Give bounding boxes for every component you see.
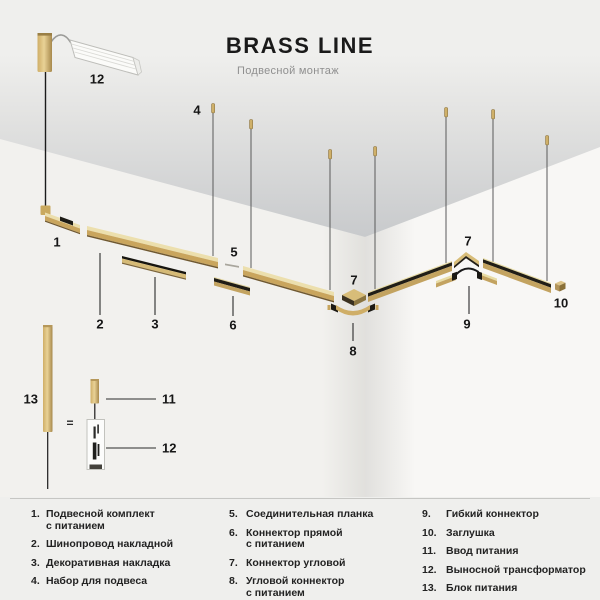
legend-item-text: Соединительная планка <box>246 508 374 520</box>
legend-item-number: 6. <box>229 526 238 539</box>
callout-9: 9 <box>463 316 471 332</box>
legend-item-text: Выносной трансформатор <box>446 563 586 576</box>
legend-item-number: 10. <box>422 526 437 539</box>
transformer-wire <box>50 34 72 44</box>
track-segment-right-2 <box>483 258 551 293</box>
legend-item-text: Коннектор угловой <box>246 556 346 569</box>
legend-item-text: Набор для подвеса <box>46 575 148 587</box>
corner-connector-7 <box>342 289 366 306</box>
pendant-kit-1 <box>40 205 80 235</box>
legend-item-number: 7. <box>229 556 238 569</box>
callout-10: 10 <box>553 295 569 311</box>
callout-11: 11 <box>162 391 176 407</box>
callout-5: 5 <box>230 244 238 260</box>
suspension-wires <box>212 112 548 290</box>
legend-item-number: 13. <box>422 582 437 594</box>
legend-item-number: 5. <box>229 508 238 520</box>
legend-item-text: Подвесной комплект <box>46 508 155 520</box>
decorative-cover-3 <box>122 256 186 280</box>
legend-item-text: Гибкий коннектор <box>446 508 539 520</box>
power-corner-connector-8 <box>327 303 379 316</box>
legend-item-11: 11. Ввод питания <box>422 545 597 558</box>
corner-shade-left <box>322 225 365 497</box>
legend-item-12: 12. Выносной трансформатор <box>422 563 597 577</box>
legend-item-13: 13. Блок питания <box>422 582 597 595</box>
legend-item-number: 3. <box>31 556 40 569</box>
transformer-12-bottom <box>86 419 105 470</box>
legend-item-number: 1. <box>31 508 40 520</box>
legend-item-text2: с питанием <box>246 538 305 550</box>
legend-item-9: 9. Гибкий коннектор <box>422 508 597 521</box>
callout-2: 2 <box>96 316 104 332</box>
legend-item-text: Заглушка <box>446 526 495 539</box>
callout-13: 13 <box>23 391 38 407</box>
page-title: BRASS LINE <box>225 33 375 58</box>
pendant-cylinder <box>37 33 52 72</box>
leader-lines <box>99 253 470 449</box>
flexible-connector-9 <box>436 267 497 288</box>
legend-item-text: Коннектор прямой <box>246 526 343 539</box>
straight-connector-6 <box>214 277 250 296</box>
page-subtitle: Подвесной монтаж <box>237 65 339 77</box>
legend-item-10: 10. Заглушка <box>422 526 597 540</box>
legend-item-7: 7. Коннектор угловой <box>229 556 414 570</box>
callout-6: 6 <box>229 317 237 333</box>
legend-item-number: 9. <box>422 508 431 520</box>
legend-item-text: Блок питания <box>446 582 518 594</box>
legend-item-number: 4. <box>31 575 40 587</box>
power-unit-13 <box>43 325 53 489</box>
suspension-wire-tips <box>211 103 549 160</box>
legend-item-text2: с питанием <box>46 519 105 532</box>
legend-item-text2: с питанием <box>246 586 305 599</box>
legend-item-2: 2. Шинопровод накладной <box>31 538 221 551</box>
connector-plate-5 <box>225 263 239 268</box>
legend-item-text: Угловой коннектор <box>246 575 345 587</box>
legend-item-4: 4. Набор для подвеса <box>31 575 221 588</box>
callout-1: 1 <box>53 234 61 250</box>
right-wall <box>365 147 600 497</box>
legend-item-text: Декоративная накладка <box>46 556 171 569</box>
legend-item-text: Ввод питания <box>446 545 519 557</box>
callout-4: 4 <box>193 102 201 118</box>
legend-column-2: 5. Соединительная планка 6. Коннектор пр… <box>229 508 414 600</box>
legend-item-number: 12. <box>422 563 437 576</box>
equals-sign: = <box>66 416 74 430</box>
corner-connector-7-right <box>454 252 479 269</box>
legend-item-number: 2. <box>31 538 40 550</box>
callout-12: 12 <box>162 440 177 456</box>
legend-item-3: 3. Декоративная накладка <box>31 556 221 570</box>
ceiling <box>0 55 600 237</box>
callout-12-top: 12 <box>89 71 105 87</box>
power-input-11 <box>90 379 99 420</box>
legend-item-5: 5. Соединительная планка <box>229 508 414 521</box>
end-cap-10 <box>555 280 566 292</box>
legend-item-text: Шинопровод накладной <box>46 538 174 550</box>
transformer-box-12 <box>69 39 142 76</box>
callout-7-right: 7 <box>464 233 472 249</box>
legend-column-3: 9. Гибкий коннектор 10. Заглушка 11. Вво… <box>422 508 597 600</box>
track-segment-right-1 <box>368 261 452 302</box>
legend-item-number: 8. <box>229 575 238 587</box>
legend-item-number: 11. <box>422 545 437 557</box>
callout-8: 8 <box>349 343 357 359</box>
ceiling-transformer-group <box>37 33 142 207</box>
cylinder-cap <box>37 33 52 36</box>
callout-7: 7 <box>350 272 358 288</box>
corner-shade-right <box>365 218 415 497</box>
track-segment-2 <box>87 226 218 269</box>
callout-3: 3 <box>151 316 159 332</box>
track-segment-2b <box>243 266 334 303</box>
